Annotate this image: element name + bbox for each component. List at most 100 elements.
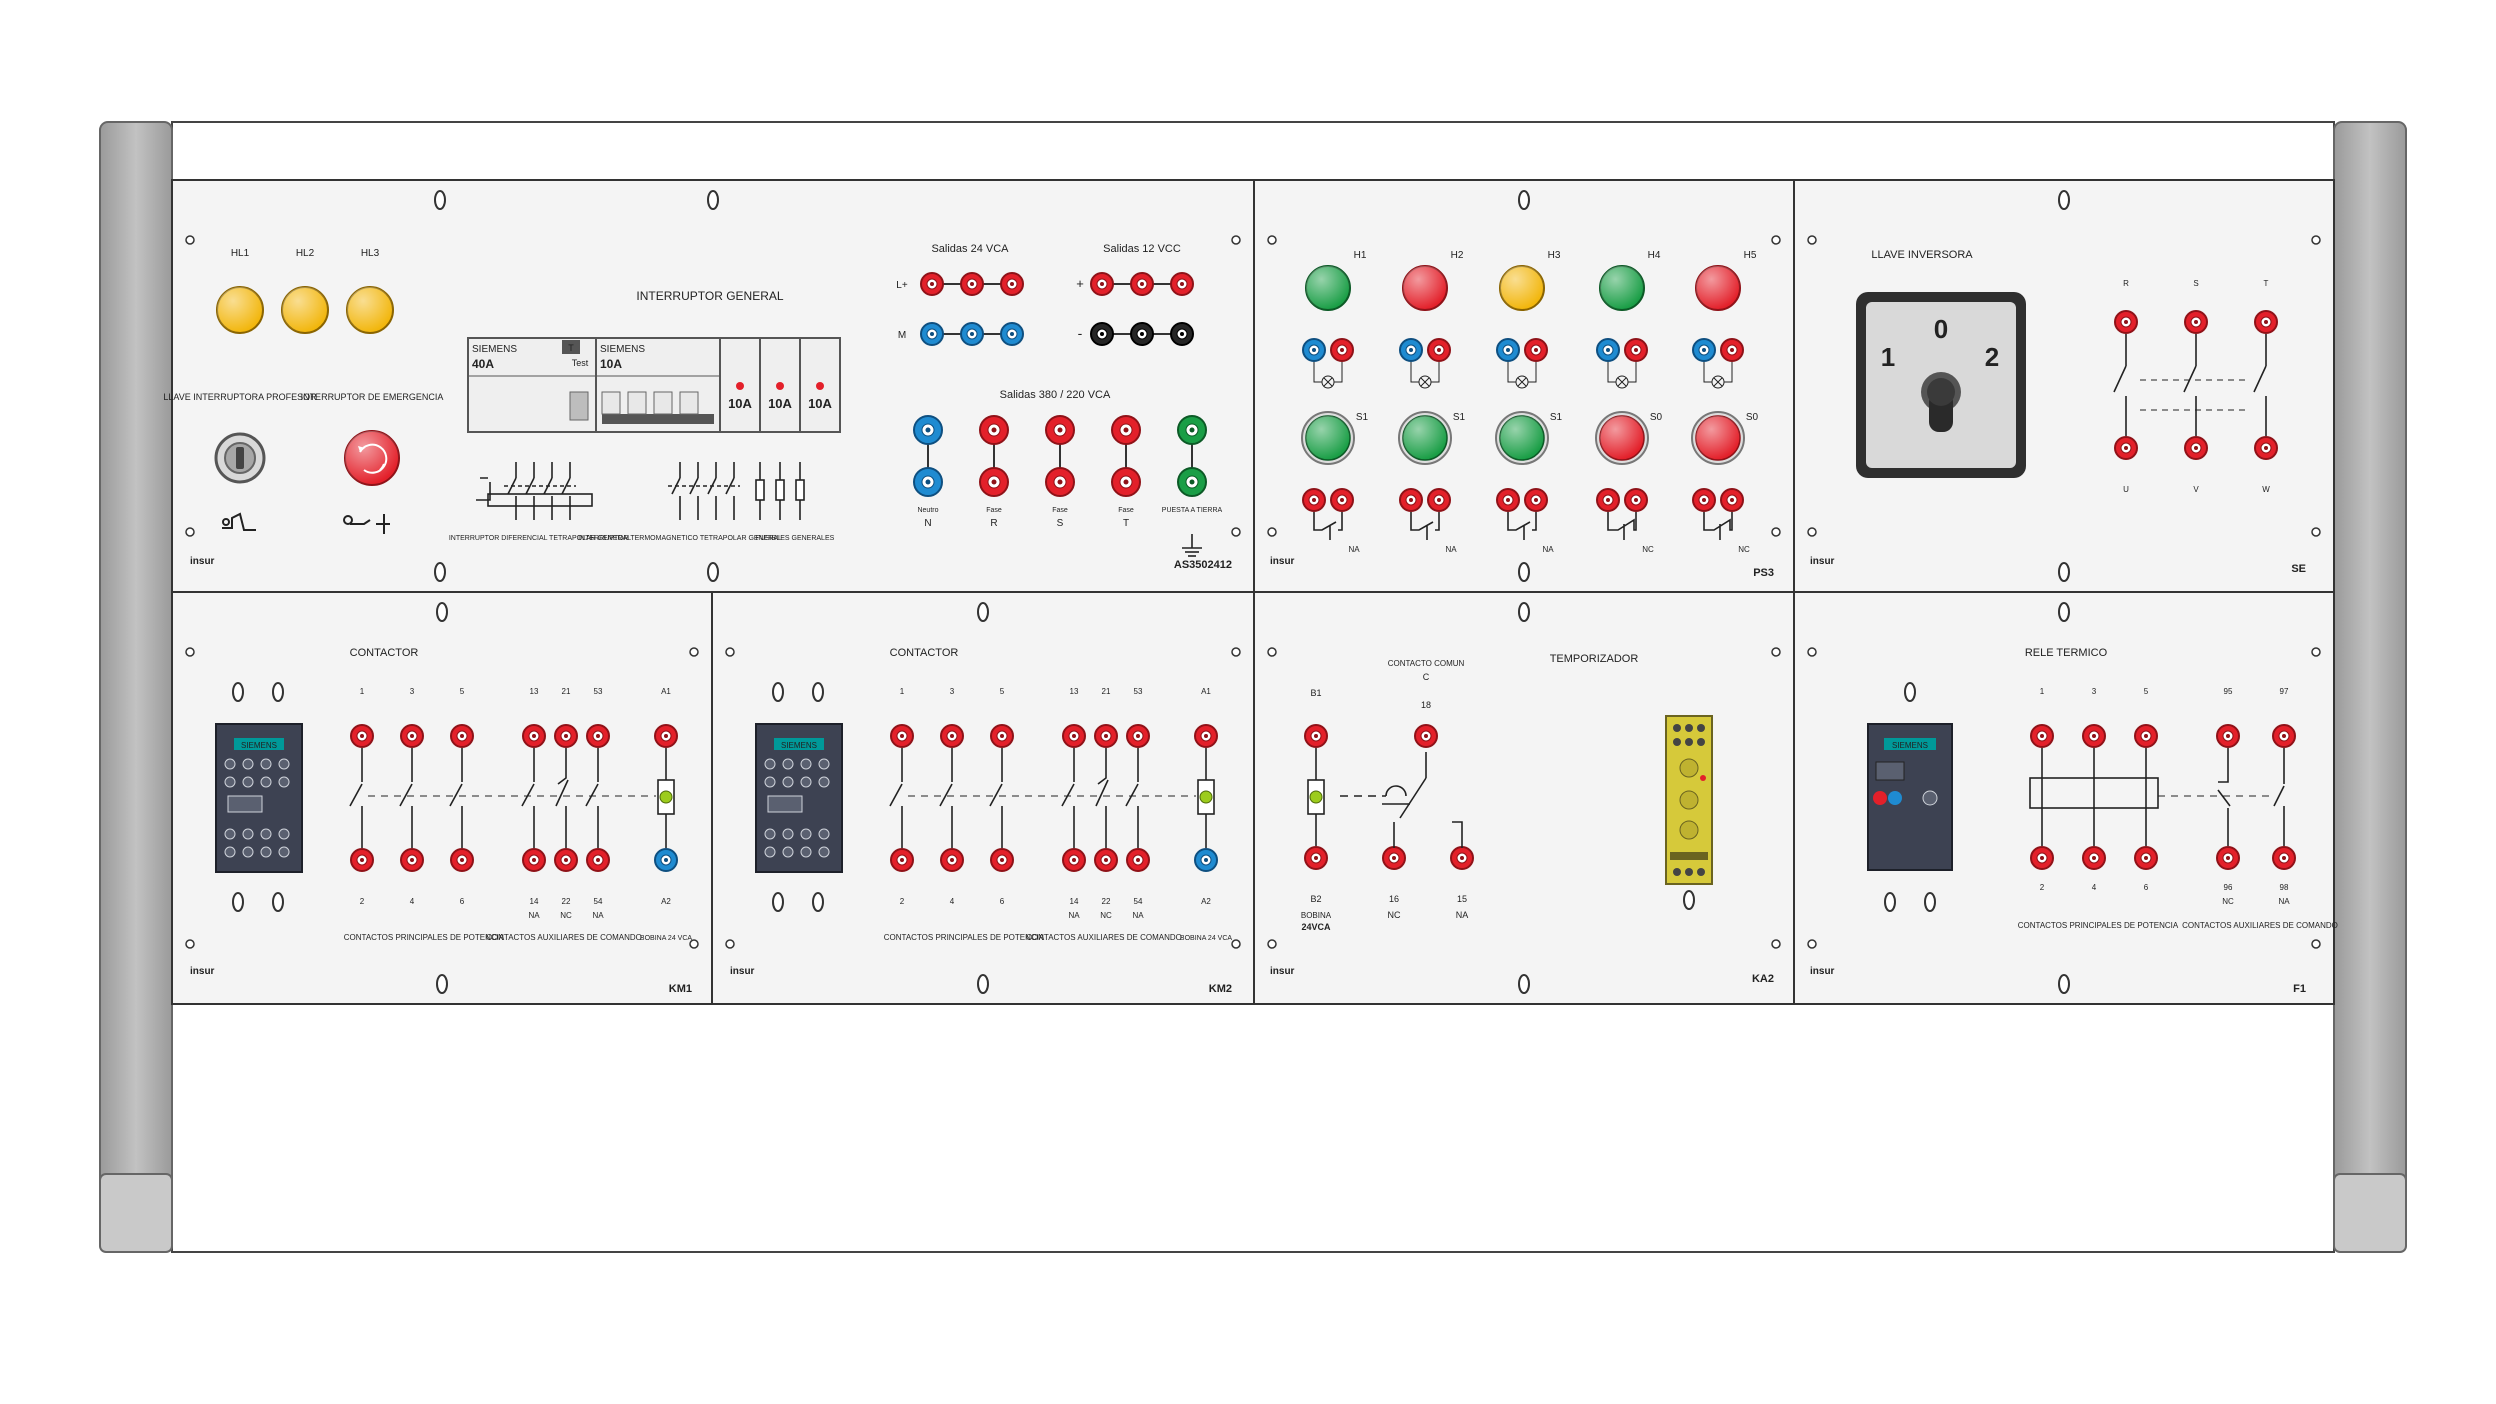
lamp-jack[interactable]	[1720, 338, 1744, 362]
contact-jack[interactable]	[522, 848, 546, 872]
mains-jack[interactable]	[1111, 415, 1141, 445]
breaker-toggle[interactable]	[627, 391, 647, 415]
lamp-jack[interactable]	[1596, 338, 1620, 362]
push-button[interactable]	[1595, 411, 1649, 465]
contact-jack[interactable]	[990, 724, 1014, 748]
fuse-holder[interactable]: 10A	[759, 337, 801, 433]
button-jack[interactable]	[1624, 488, 1648, 512]
lamp-jack[interactable]	[1524, 338, 1548, 362]
nc-jack[interactable]	[1382, 846, 1406, 870]
output-jack[interactable]	[1000, 272, 1024, 296]
contact-jack[interactable]	[350, 848, 374, 872]
relay-jack[interactable]	[2216, 724, 2240, 748]
contact-jack[interactable]	[1094, 724, 1118, 748]
lamp-jack[interactable]	[1399, 338, 1423, 362]
lamp-jack[interactable]	[1427, 338, 1451, 362]
coil-jack[interactable]	[1194, 848, 1218, 872]
output-jack[interactable]	[1090, 272, 1114, 296]
contact-jack[interactable]	[586, 724, 610, 748]
contact-jack[interactable]	[350, 724, 374, 748]
circuit-breaker-4p[interactable]: SIEMENS 10A	[595, 337, 721, 433]
contact-jack[interactable]	[890, 848, 914, 872]
output-jack[interactable]	[1170, 272, 1194, 296]
output-jack[interactable]	[1000, 322, 1024, 346]
switch-jack[interactable]	[2184, 436, 2208, 460]
output-jack[interactable]	[1170, 322, 1194, 346]
switch-jack[interactable]	[2114, 310, 2138, 334]
switch-jack[interactable]	[2254, 310, 2278, 334]
coil-jack[interactable]	[1304, 846, 1328, 870]
contact-jack[interactable]	[940, 848, 964, 872]
common-jack[interactable]	[1414, 724, 1438, 748]
contact-jack[interactable]	[1126, 724, 1150, 748]
na-jack[interactable]	[1450, 846, 1474, 870]
rotary-switch[interactable]: 0 1 2	[1856, 292, 2026, 478]
breaker-toggle[interactable]	[653, 391, 673, 415]
lamp-jack[interactable]	[1302, 338, 1326, 362]
button-jack[interactable]	[1427, 488, 1451, 512]
contact-jack[interactable]	[400, 724, 424, 748]
coil-jack[interactable]	[1304, 724, 1328, 748]
timer-relay-device[interactable]	[1665, 715, 1713, 885]
mains-jack[interactable]	[913, 415, 943, 445]
contactor-device[interactable]: SIEMENS	[755, 723, 843, 873]
mains-jack[interactable]	[979, 415, 1009, 445]
push-button[interactable]	[1691, 411, 1745, 465]
relay-jack[interactable]	[2134, 846, 2158, 870]
relay-jack[interactable]	[2082, 846, 2106, 870]
mains-jack[interactable]	[1177, 415, 1207, 445]
relay-jack[interactable]	[2272, 724, 2296, 748]
lamp-jack[interactable]	[1624, 338, 1648, 362]
output-jack[interactable]	[920, 272, 944, 296]
output-jack[interactable]	[920, 322, 944, 346]
contact-jack[interactable]	[450, 848, 474, 872]
contactor-device[interactable]: SIEMENS	[215, 723, 303, 873]
breaker-toggle[interactable]	[679, 391, 699, 415]
contact-jack[interactable]	[554, 848, 578, 872]
mains-jack[interactable]	[1177, 467, 1207, 497]
relay-jack[interactable]	[2134, 724, 2158, 748]
contact-jack[interactable]	[1062, 724, 1086, 748]
relay-jack[interactable]	[2272, 846, 2296, 870]
residual-current-device[interactable]: SIEMENS 40A T Test	[467, 337, 597, 433]
contact-jack[interactable]	[890, 724, 914, 748]
relay-jack[interactable]	[2030, 846, 2054, 870]
contact-jack[interactable]	[1062, 848, 1086, 872]
lamp-jack[interactable]	[1496, 338, 1520, 362]
output-jack[interactable]	[1130, 272, 1154, 296]
mains-jack[interactable]	[913, 467, 943, 497]
output-jack[interactable]	[1130, 322, 1154, 346]
coil-jack[interactable]	[1194, 724, 1218, 748]
button-jack[interactable]	[1720, 488, 1744, 512]
coil-jack[interactable]	[654, 848, 678, 872]
output-jack[interactable]	[960, 322, 984, 346]
push-button[interactable]	[1301, 411, 1355, 465]
breaker-toggle[interactable]	[601, 391, 621, 415]
relay-jack[interactable]	[2216, 846, 2240, 870]
button-jack[interactable]	[1524, 488, 1548, 512]
mains-jack[interactable]	[1111, 467, 1141, 497]
button-jack[interactable]	[1496, 488, 1520, 512]
contact-jack[interactable]	[990, 848, 1014, 872]
switch-jack[interactable]	[2184, 310, 2208, 334]
button-jack[interactable]	[1302, 488, 1326, 512]
coil-jack[interactable]	[654, 724, 678, 748]
contact-jack[interactable]	[1126, 848, 1150, 872]
contact-jack[interactable]	[400, 848, 424, 872]
switch-jack[interactable]	[2114, 436, 2138, 460]
contact-jack[interactable]	[522, 724, 546, 748]
contact-jack[interactable]	[940, 724, 964, 748]
contact-jack[interactable]	[1094, 848, 1118, 872]
mains-jack[interactable]	[1045, 415, 1075, 445]
lamp-jack[interactable]	[1330, 338, 1354, 362]
button-jack[interactable]	[1692, 488, 1716, 512]
emergency-stop-button[interactable]	[344, 430, 400, 486]
fuse-holder[interactable]: 10A	[799, 337, 841, 433]
contact-jack[interactable]	[450, 724, 474, 748]
contact-jack[interactable]	[586, 848, 610, 872]
relay-jack[interactable]	[2030, 724, 2054, 748]
lamp-jack[interactable]	[1692, 338, 1716, 362]
output-jack[interactable]	[1090, 322, 1114, 346]
contact-jack[interactable]	[554, 724, 578, 748]
relay-jack[interactable]	[2082, 724, 2106, 748]
